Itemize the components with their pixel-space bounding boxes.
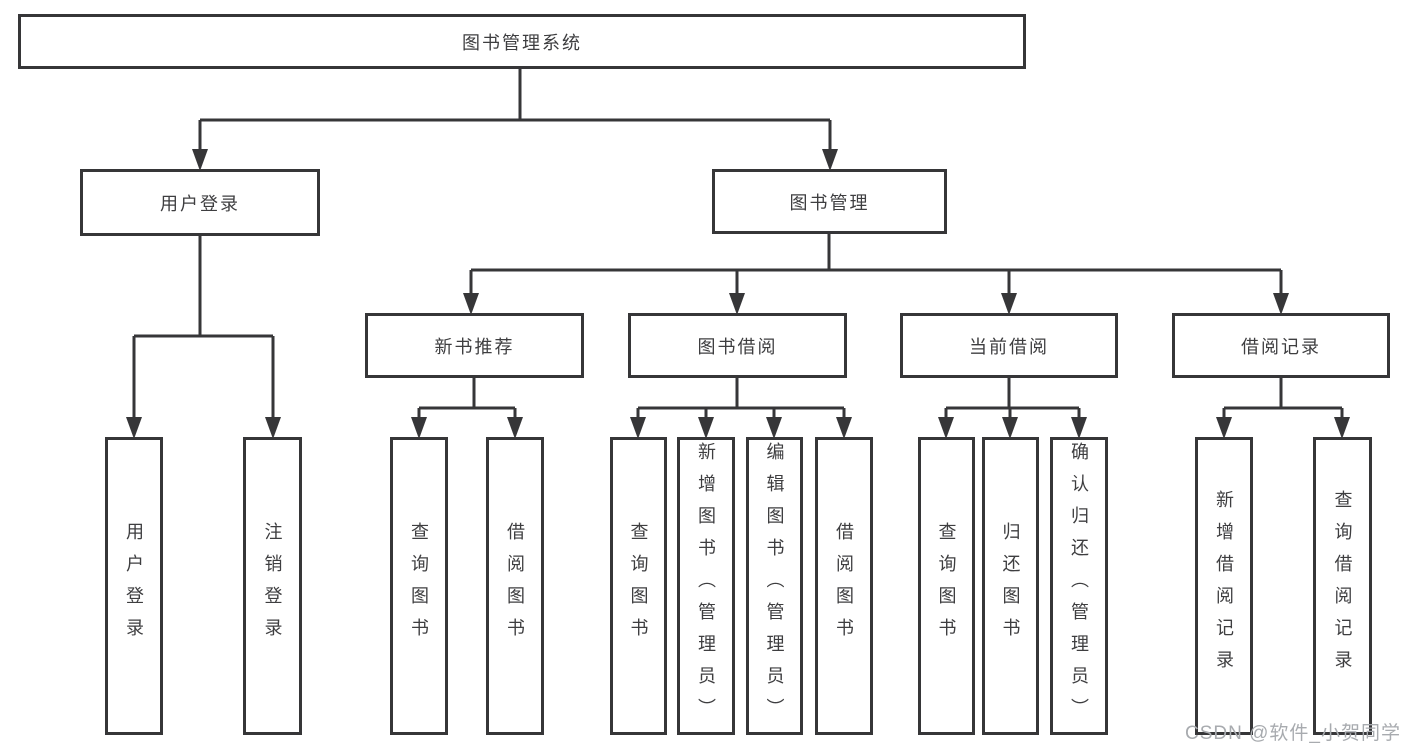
arrowhead-icon <box>463 293 479 315</box>
arrowhead-icon <box>411 417 427 439</box>
arrowhead-icon <box>729 293 745 315</box>
node-library-management-system: 图书管理系统 <box>18 14 1026 69</box>
leaf-add-borrow-record: 新增借阅记录 <box>1195 437 1253 735</box>
leaf-query-books-current: 查询图书 <box>918 437 975 735</box>
node-borrow-records: 借阅记录 <box>1172 313 1390 378</box>
watermark: CSDN @软件_小贺同学 <box>1185 723 1401 744</box>
leaf-edit-books-admin: 编辑图书（管理员） <box>746 437 803 735</box>
leaf-add-books-admin: 新增图书（管理员） <box>677 437 735 735</box>
arrowhead-icon <box>698 417 714 439</box>
node-current-borrow: 当前借阅 <box>900 313 1118 378</box>
arrowhead-icon <box>192 149 208 171</box>
arrowheads <box>126 149 1350 439</box>
arrowhead-icon <box>1334 417 1350 439</box>
arrowhead-icon <box>1002 417 1018 439</box>
leaf-logout: 注销登录 <box>243 437 302 735</box>
arrowhead-icon <box>1216 417 1232 439</box>
leaf-query-books-recommend: 查询图书 <box>390 437 448 735</box>
node-book-management-branch: 图书管理 <box>712 169 947 234</box>
connector-paths <box>132 69 1344 419</box>
arrowhead-icon <box>507 417 523 439</box>
arrowhead-icon <box>938 417 954 439</box>
arrowhead-icon <box>630 417 646 439</box>
arrowhead-icon <box>265 417 281 439</box>
arrowhead-icon <box>1071 417 1087 439</box>
leaf-borrow-books: 借阅图书 <box>815 437 873 735</box>
leaf-query-borrow-record: 查询借阅记录 <box>1313 437 1372 735</box>
arrowhead-icon <box>836 417 852 439</box>
arrowhead-icon <box>126 417 142 439</box>
arrowhead-icon <box>1001 293 1017 315</box>
node-new-book-recommend: 新书推荐 <box>365 313 584 378</box>
arrowhead-icon <box>766 417 782 439</box>
node-book-borrow: 图书借阅 <box>628 313 847 378</box>
node-user-login-branch: 用户登录 <box>80 169 320 236</box>
leaf-borrow-books-recommend: 借阅图书 <box>486 437 544 735</box>
leaf-user-login: 用户登录 <box>105 437 163 735</box>
leaf-query-books-borrow: 查询图书 <box>610 437 667 735</box>
arrowhead-icon <box>822 149 838 171</box>
leaf-return-books: 归还图书 <box>982 437 1039 735</box>
arrowhead-icon <box>1273 293 1289 315</box>
leaf-confirm-return-admin: 确认归还（管理员） <box>1050 437 1108 735</box>
